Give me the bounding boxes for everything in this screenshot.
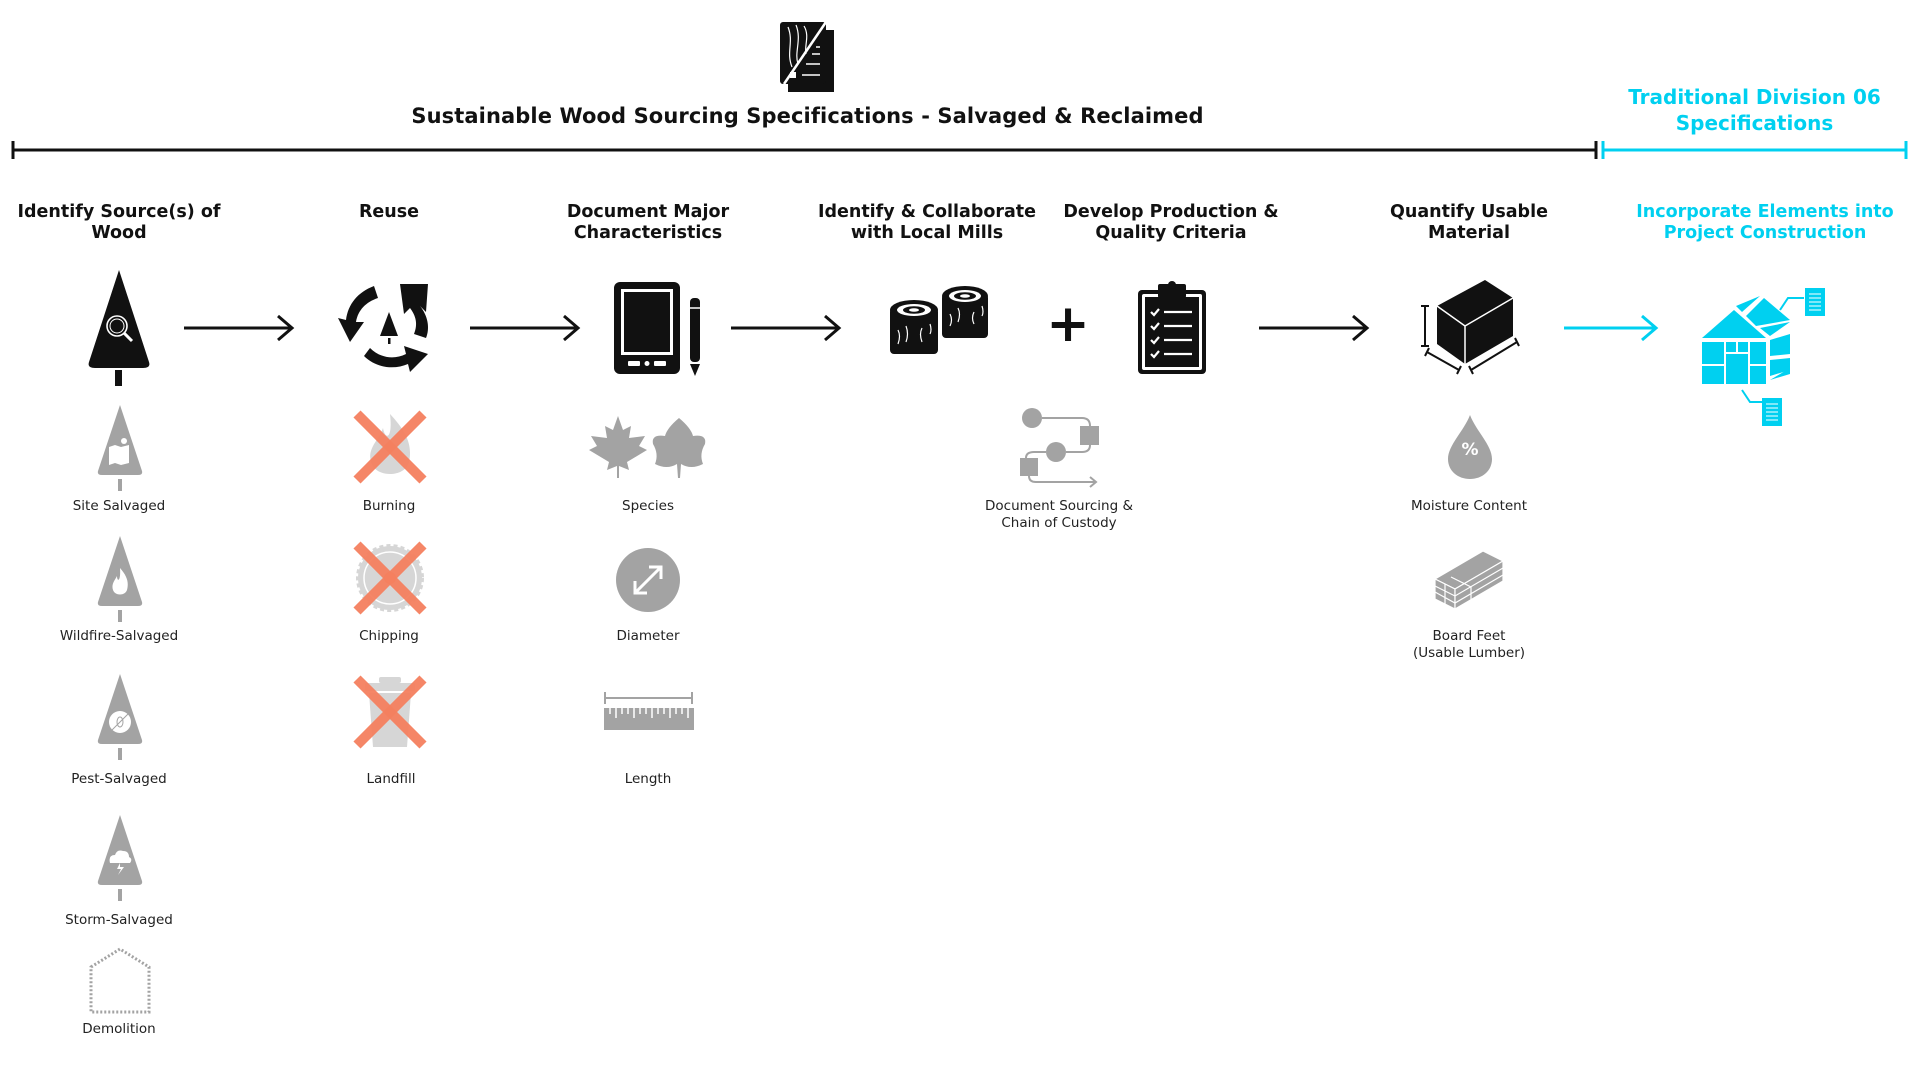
title-line: Incorporate Elements into [1636,202,1894,222]
title-line: Characteristics [573,223,723,243]
sub-label-length: Length [624,771,672,787]
step-title-incorporate-elements: Incorporate Elements into Project Constr… [1625,202,1905,244]
traditional-title-line1: Traditional Division 06 [1628,85,1881,109]
plus-connector: + [1046,294,1090,354]
title-line: Develop Production & [1063,202,1279,222]
crossed-trash-icon [353,675,427,749]
arrow-reuse-to-document [470,314,582,342]
label-line: Board Feet [1432,628,1506,644]
tree-map-icon [95,403,145,493]
sub-label-wildfire-salvaged: Wildfire-Salvaged [59,628,179,644]
step-title-document-characteristics: Document Major Characteristics [528,202,768,244]
sub-label-chain-of-custody: Document Sourcing & Chain of Custody [939,498,1179,532]
crossed-saw-blade-icon [353,541,427,615]
traditional-title-line2: Specifications [1675,111,1834,135]
step-title-local-mills: Identify & Collaborate with Local Mills [797,202,1057,244]
ruler-icon [604,690,694,732]
sub-label-pest-salvaged: Pest-Salvaged [71,771,167,787]
leaves-icon [587,414,711,480]
label-line: Document Sourcing & [985,498,1133,514]
sub-label-landfill: Landfill [366,771,416,787]
title-line: Material [1428,223,1510,243]
clipboard-checklist-icon [1136,280,1208,376]
title-line: Document Major [566,202,730,222]
label-line: (Usable Lumber) [1412,645,1526,661]
sub-label-species: Species [622,498,674,514]
sub-label-demolition: Demolition [82,1021,156,1037]
lumber-stack-icon [1433,547,1505,611]
sub-label-chipping: Chipping [359,628,419,644]
label-line: Chain of Custody [1001,515,1117,531]
step-title-reuse: Reuse [269,202,509,223]
title-line: with Local Mills [850,223,1004,243]
sustainable-timeline-bar [10,139,1602,161]
title-line: Quality Criteria [1095,223,1247,243]
sub-label-diameter: Diameter [616,628,680,644]
moisture-percent-symbol: % [1461,440,1479,460]
arrow-quantify-to-incorporate [1564,314,1660,342]
sub-label-moisture-content: Moisture Content [1410,498,1528,514]
tree-fire-icon [95,534,145,624]
tablet-pen-icon [612,280,704,376]
arrow-criteria-to-quantify [1259,314,1371,342]
tree-pest-icon [95,672,145,762]
tree-storm-icon [95,813,145,903]
title-line: Project Construction [1663,223,1867,243]
house-documents-icon [1700,286,1830,432]
traditional-specs-title: Traditional Division 06 Specifications [1602,84,1907,136]
title-line: Wood [91,223,147,243]
title-line: Identify & Collaborate [817,202,1037,222]
logs-icon [888,286,992,358]
moisture-drop-icon [1446,413,1494,481]
main-title: Sustainable Wood Sourcing Specifications… [411,104,1204,128]
tree-search-icon [85,268,153,388]
wood-document-icon [780,21,836,94]
step-title-identify-source: Identify Source(s) of Wood [0,202,239,244]
traditional-timeline-bar [1600,139,1910,161]
title-line: Reuse [358,202,420,222]
diameter-icon [615,547,681,613]
sub-label-storm-salvaged: Storm-Salvaged [65,912,173,928]
title-line: Quantify Usable [1390,202,1548,222]
recycle-tree-icon [336,276,442,378]
arrow-source-to-reuse [184,314,296,342]
chain-of-custody-flow-icon [1020,406,1100,490]
step-title-quality-criteria: Develop Production & Quality Criteria [1041,202,1301,244]
arrow-document-to-mills [731,314,843,342]
sub-label-site-salvaged: Site Salvaged [72,498,166,514]
sub-label-burning: Burning [362,498,416,514]
crossed-fire-icon [353,410,427,484]
step-title-quantify-material: Quantify Usable Material [1349,202,1589,244]
sub-label-board-feet: Board Feet (Usable Lumber) [1369,628,1569,662]
title-line: Identify Source(s) of [17,202,221,222]
dimension-box-icon [1413,278,1525,375]
dotted-house-icon [89,945,151,1015]
